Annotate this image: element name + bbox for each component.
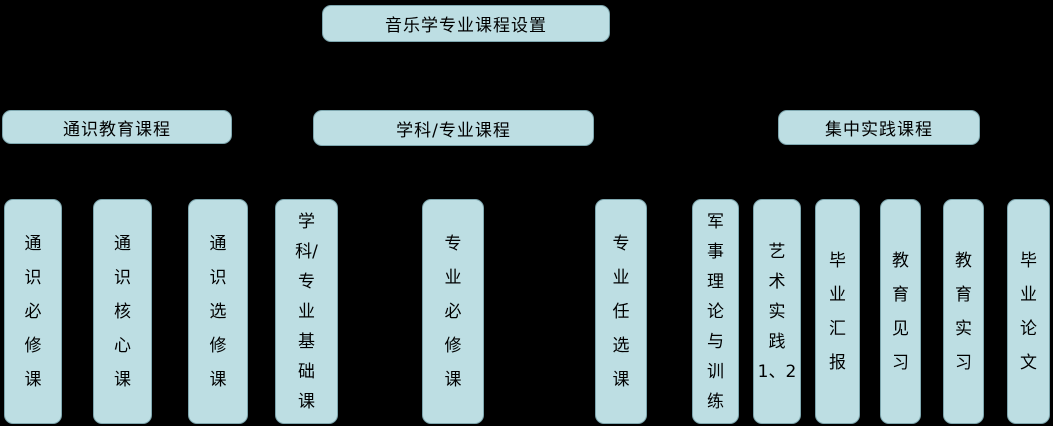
course-label-line: 艺 bbox=[768, 241, 786, 262]
course-label-line: 教 bbox=[955, 250, 972, 271]
course-label-line: 专 bbox=[298, 271, 315, 292]
course-label-line: 通 bbox=[24, 233, 42, 254]
course-label-line: 毕 bbox=[829, 250, 846, 271]
course-label-line: 学 bbox=[298, 211, 315, 232]
course-label-line: 必 bbox=[444, 301, 462, 322]
course-label-line: 通 bbox=[114, 233, 131, 254]
course-label-line: 任 bbox=[612, 301, 630, 322]
course-label-line: 课 bbox=[298, 391, 315, 412]
course-label-line: 基 bbox=[298, 331, 315, 352]
course-label-line: 业 bbox=[612, 267, 630, 288]
course-label-line: 实 bbox=[768, 301, 786, 322]
course-label-line: 通 bbox=[209, 233, 227, 254]
course-label-line: 论 bbox=[1020, 318, 1037, 339]
course-label-line: 课 bbox=[209, 369, 227, 390]
course-node-education-observation: 教育见习 bbox=[880, 199, 921, 424]
course-label-line: 业 bbox=[298, 301, 315, 322]
course-label-line: 修 bbox=[209, 335, 227, 356]
course-label-line: 教 bbox=[892, 250, 909, 271]
course-label-line: 核 bbox=[114, 301, 131, 322]
course-label-line: 汇 bbox=[829, 318, 846, 339]
course-label-line: 业 bbox=[444, 267, 462, 288]
course-label-line: 选 bbox=[612, 335, 630, 356]
course-node-art-practice-1-2: 艺术实践 1、2 bbox=[753, 199, 801, 424]
category-node-subject-professional: 学科/专业课程 bbox=[313, 110, 594, 146]
course-label-line: 础 bbox=[298, 361, 315, 382]
course-label-line: 论 bbox=[707, 301, 724, 322]
course-label-line: 毕 bbox=[1020, 250, 1037, 271]
course-label-line: 科/ bbox=[295, 241, 318, 262]
course-node-graduation-report: 毕业汇报 bbox=[815, 199, 860, 424]
course-node-military-theory-training: 军事理论与训练 bbox=[692, 199, 739, 424]
course-node-graduation-thesis: 毕业论文 bbox=[1007, 199, 1050, 424]
course-label-line: 专 bbox=[612, 233, 630, 254]
course-label-line: 业 bbox=[1020, 284, 1037, 305]
course-node-professional-required: 专业必修课 bbox=[422, 199, 484, 424]
course-label-line: 事 bbox=[707, 241, 724, 262]
course-node-general-elective: 通识选修课 bbox=[188, 199, 248, 424]
course-label-line: 业 bbox=[829, 284, 846, 305]
course-node-professional-elective: 专业任选课 bbox=[595, 199, 647, 424]
course-label-line: 习 bbox=[892, 352, 909, 373]
course-label-line: 理 bbox=[707, 271, 724, 292]
course-label-line: 育 bbox=[955, 284, 972, 305]
course-label-line: 报 bbox=[829, 352, 846, 373]
course-label-line: 军 bbox=[707, 211, 724, 232]
course-label-line: 与 bbox=[707, 331, 724, 352]
course-label-line: 课 bbox=[114, 369, 131, 390]
course-label-line: 选 bbox=[209, 301, 227, 322]
course-node-subject-professional-foundation: 学科/专业基础课 bbox=[275, 199, 338, 424]
course-label-line: 专 bbox=[444, 233, 462, 254]
course-label-line: 训 bbox=[707, 361, 724, 382]
course-label-line: 践 bbox=[768, 331, 786, 352]
category-node-concentrated-practice: 集中实践课程 bbox=[778, 110, 980, 145]
course-label-line: 课 bbox=[444, 369, 462, 390]
course-label-line: 必 bbox=[24, 301, 42, 322]
course-label-line: 术 bbox=[768, 271, 786, 292]
course-label-line: 习 bbox=[955, 352, 972, 373]
course-label-line: 育 bbox=[892, 284, 909, 305]
course-node-general-core: 通识核心课 bbox=[93, 199, 152, 424]
course-label-line: 心 bbox=[114, 335, 131, 356]
course-label-line: 修 bbox=[24, 335, 42, 356]
course-label-line: 识 bbox=[24, 267, 42, 288]
course-node-general-required: 通识必修课 bbox=[4, 199, 62, 424]
category-node-general-education: 通识教育课程 bbox=[2, 110, 232, 144]
course-label-line: 见 bbox=[892, 318, 909, 339]
course-label-line: 课 bbox=[24, 369, 42, 390]
course-label-line: 识 bbox=[114, 267, 131, 288]
course-label-line: 修 bbox=[444, 335, 462, 356]
root-node-curriculum-title: 音乐学专业课程设置 bbox=[322, 5, 610, 42]
course-label-line: 文 bbox=[1020, 352, 1037, 373]
course-label-line: 练 bbox=[707, 391, 724, 412]
course-label-line: 1、2 bbox=[757, 361, 797, 382]
course-label-line: 课 bbox=[612, 369, 630, 390]
course-label-line: 识 bbox=[209, 267, 227, 288]
course-node-education-internship: 教育实习 bbox=[943, 199, 984, 424]
course-label-line: 实 bbox=[955, 318, 972, 339]
